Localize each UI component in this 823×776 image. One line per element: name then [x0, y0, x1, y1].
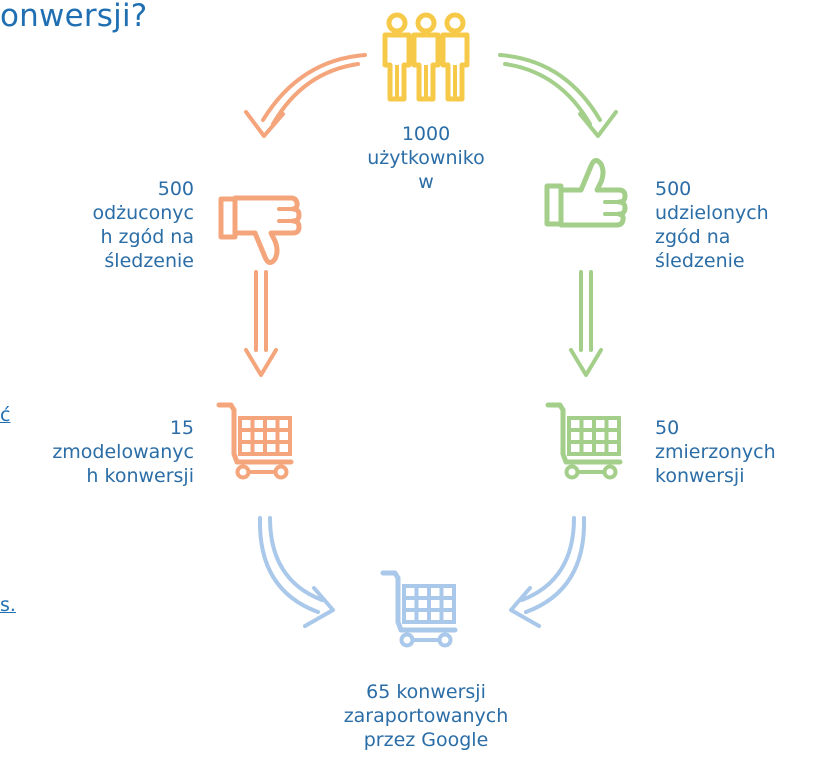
reported-conversions-label: 65 konwersji zaraportowanych przez Googl…: [343, 681, 509, 751]
left-link-fragment-2[interactable]: s.: [0, 594, 16, 616]
shopping-cart-icon-reported: [383, 573, 455, 646]
measured-conversions-label: 50 zmierzonych konwersji: [655, 417, 776, 487]
granted-consents-label: 500 udzielonych zgód na śledzenie: [655, 178, 769, 272]
modeled-conversions-label: 15 zmodelowanyc h konwersji: [52, 417, 194, 487]
rejected-consents-label: 500 odżuconyc h zgód na śledzenie: [92, 178, 194, 272]
curved-arrow-from-modeled: [257, 516, 335, 628]
people-group-icon: [385, 15, 467, 99]
curved-arrow-to-granted: [498, 53, 618, 138]
shopping-cart-icon-modeled: [219, 405, 291, 478]
curved-arrow-from-measured: [509, 516, 587, 628]
users-label: 1000 użytkowniko w: [367, 123, 485, 193]
curved-arrow-to-rejected: [244, 53, 367, 138]
thumbs-up-icon: [547, 160, 625, 225]
shopping-cart-icon-measured: [548, 405, 620, 478]
down-arrow-left: [244, 270, 278, 377]
thumbs-down-icon: [221, 198, 299, 263]
left-link-fragment-1[interactable]: ć: [0, 404, 11, 426]
page-title-fragment: onwersji?: [0, 0, 148, 34]
down-arrow-right: [569, 270, 603, 377]
